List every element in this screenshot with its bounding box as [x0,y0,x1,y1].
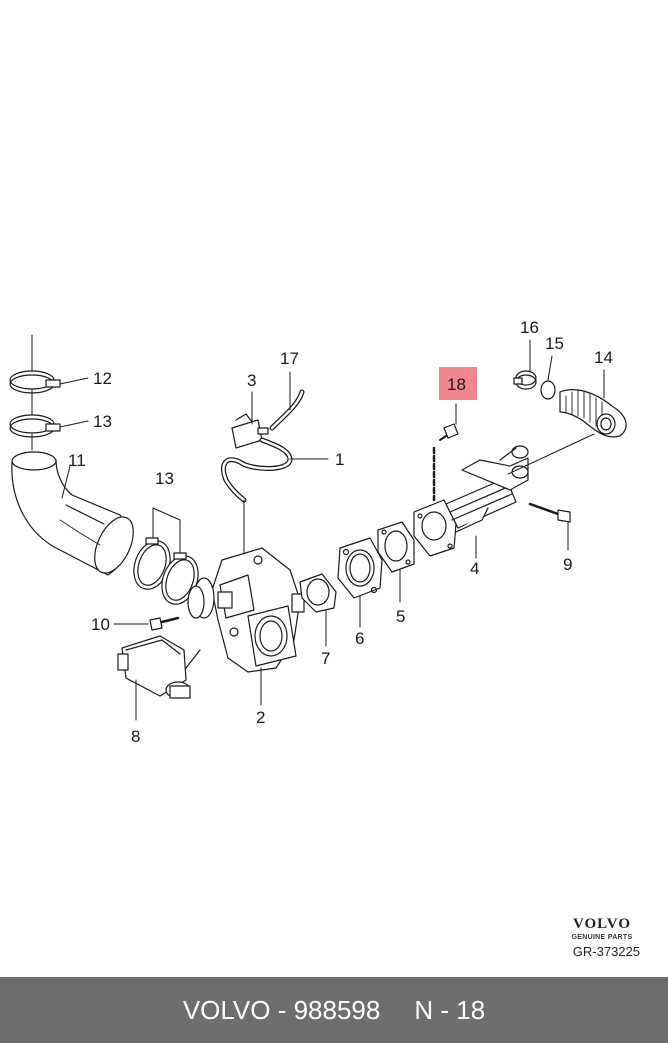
vacuum-pipe-1 [221,437,293,503]
callout-13-top: 13 [93,412,112,431]
callout-14: 14 [594,348,613,367]
callout-17: 17 [280,349,299,368]
hose-clamp-12 [9,370,61,394]
bolt-18 [439,423,459,441]
callout-3: 3 [247,371,256,390]
hose-clamp-13-top [9,414,61,438]
vacuum-hose-17 [269,389,305,431]
callout-15: 15 [545,334,564,353]
callout-5: 5 [396,607,405,626]
diagram-reference: GR-373225 [572,944,640,959]
callout-13-pair: 13 [155,469,174,488]
hose-clamp-13-pair [133,537,199,605]
callout-9: 9 [563,555,572,574]
callout-1: 1 [335,450,344,469]
bolt-10 [149,616,180,631]
callout-18-highlight: 18 [439,367,477,400]
hose-clamp-16 [513,370,537,390]
throttle-body-2 [187,547,305,673]
intake-hose-11 [11,451,134,576]
solenoid-valve-3 [231,391,269,449]
brand-subtitle: GENUINE PARTS [571,934,633,941]
actuator-motor-8 [117,635,201,699]
egr-cooler-4 [413,445,529,557]
coolant-hose-14 [559,389,627,438]
o-ring-15 [540,380,556,400]
flange-6 [337,537,383,599]
bolt-9 [528,502,571,523]
gasket-7 [299,573,337,613]
brand-logo: VOLVO GENUINE PARTS [562,916,642,941]
part-number-text: VOLVO - 988598 [182,994,381,1025]
footer-bar: VOLVO - 988598 N - 18 [0,977,668,1043]
callout-10: 10 [91,615,110,634]
callout-7: 7 [321,649,330,668]
position-text: N - 18 [414,994,486,1025]
brand-name: VOLVO [572,916,632,932]
callout-11: 11 [68,451,86,470]
callout-4: 4 [470,559,479,578]
callout-12: 12 [93,369,112,388]
callout-6: 6 [355,629,364,648]
callout-8: 8 [131,727,140,746]
callout-2: 2 [256,708,265,727]
parts-diagram: 12 13 11 13 17 3 1 10 8 2 7 6 5 4 9 16 1… [9,318,627,746]
callout-16: 16 [520,318,539,337]
gasket-5 [377,521,415,573]
callout-18: 18 [447,375,466,394]
